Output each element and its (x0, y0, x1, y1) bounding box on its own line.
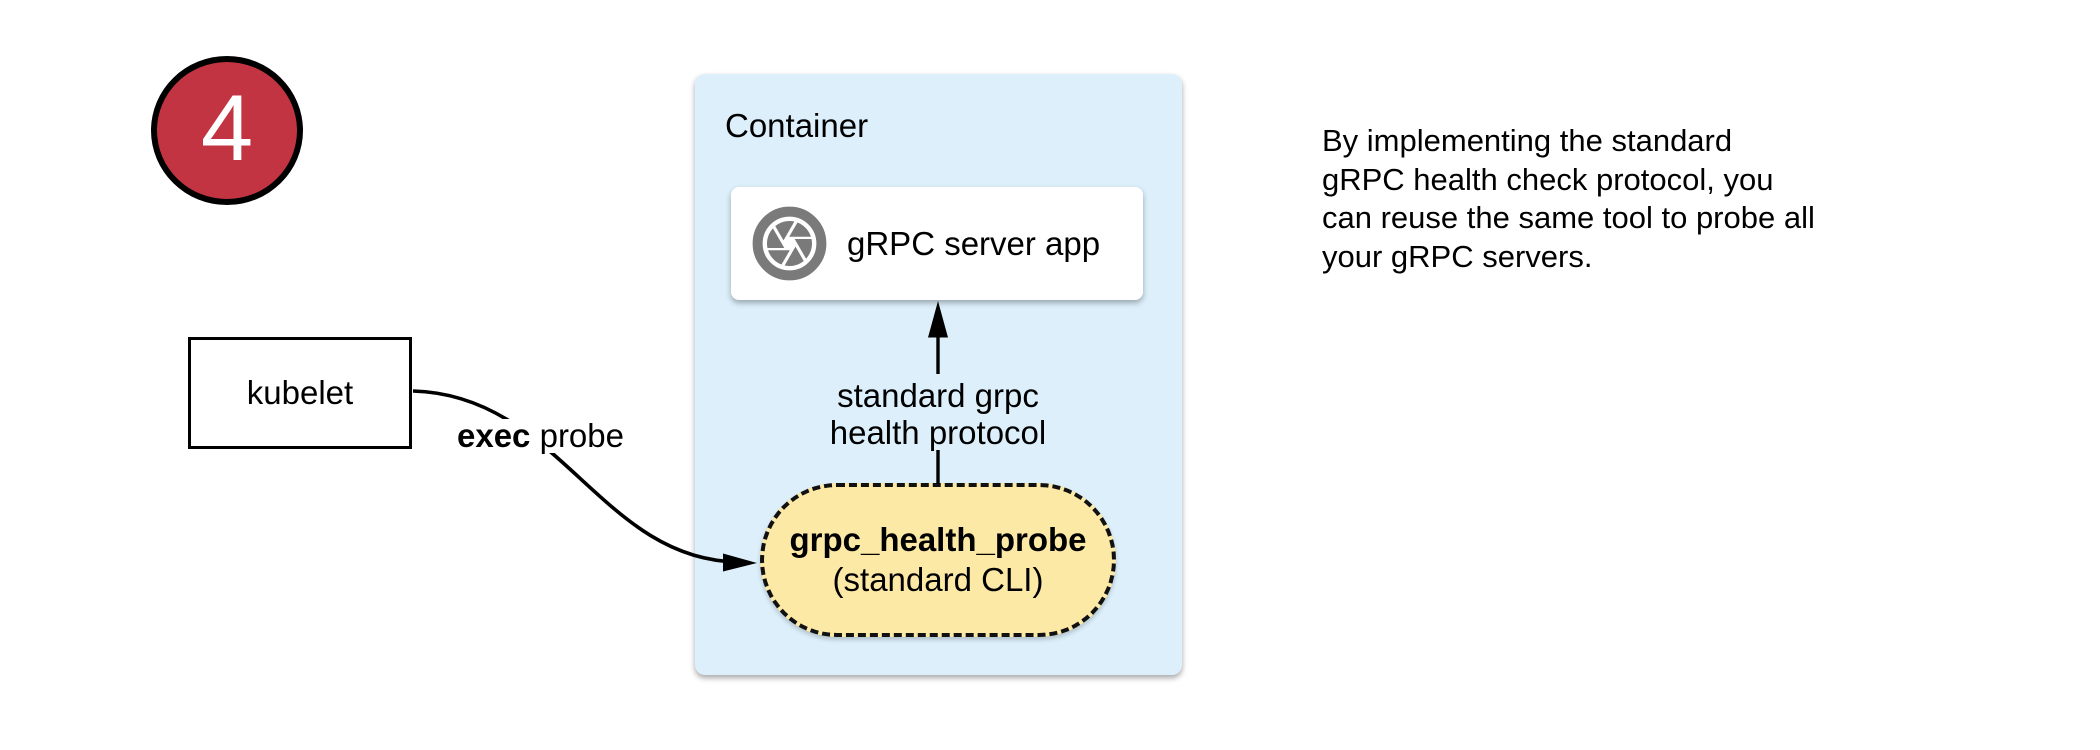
exec-probe-label-regular: probe (530, 417, 624, 454)
grpc-health-probe-pill: grpc_health_probe (standard CLI) (760, 483, 1116, 637)
probe-pill-title: grpc_health_probe (789, 521, 1087, 558)
step-badge: 4 (151, 56, 303, 205)
grpc-server-app-box: gRPC server app (731, 187, 1143, 300)
kubelet-label: kubelet (246, 374, 354, 411)
exec-probe-label: exec probe (452, 419, 629, 453)
grpc-server-app-label: gRPC server app (847, 224, 1101, 262)
container-box: Container gRPC server app standard grpc … (695, 74, 1182, 675)
aperture-icon (752, 206, 827, 281)
protocol-arrow-label: standard grpc health protocol (829, 377, 1047, 451)
exec-probe-label-bold: exec (457, 417, 531, 454)
step-number: 4 (200, 74, 254, 180)
kubelet-box: kubelet (188, 337, 412, 449)
probe-pill-subtitle: (standard CLI) (832, 561, 1044, 598)
caption-text: By implementing the standard gRPC health… (1322, 123, 1815, 274)
container-title: Container (725, 107, 869, 144)
